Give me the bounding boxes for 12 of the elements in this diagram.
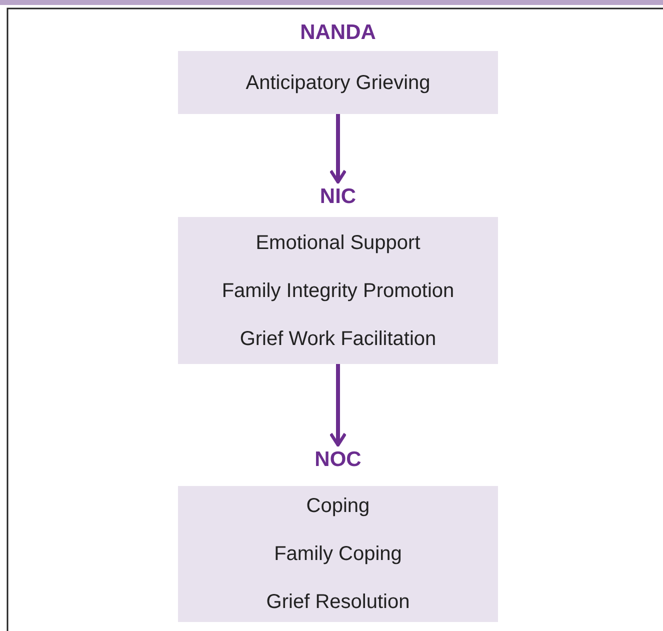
list-item: Grief Resolution xyxy=(266,590,410,615)
list-item: Emotional Support xyxy=(256,230,420,256)
list-item: Grief Work Facilitation xyxy=(240,326,436,352)
section-heading: NOC xyxy=(314,447,362,473)
list-item: Family Integrity Promotion xyxy=(222,278,454,304)
list-item: Anticipatory Grieving xyxy=(246,70,430,96)
section-heading: NIC xyxy=(320,184,356,210)
arrow xyxy=(329,364,347,447)
arrow xyxy=(329,114,347,184)
list-item: Family Coping xyxy=(274,542,402,567)
list-item: Coping xyxy=(306,494,370,519)
section-heading: NANDA xyxy=(300,20,376,46)
